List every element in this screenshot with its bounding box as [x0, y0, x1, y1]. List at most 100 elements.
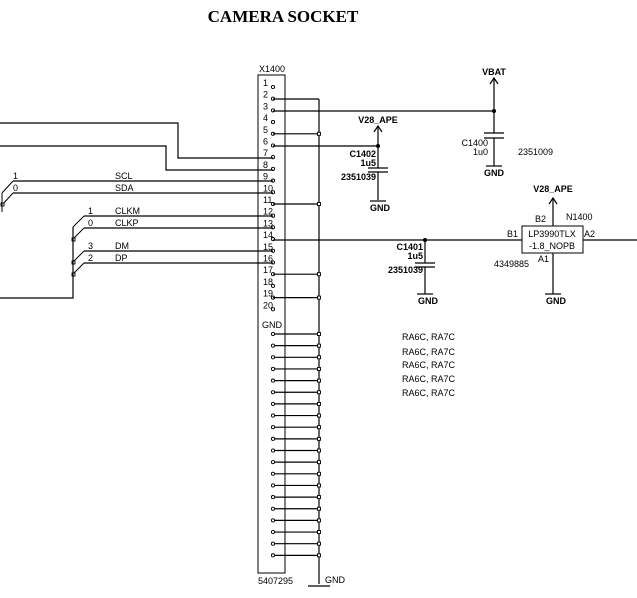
gnd-pin-contact — [270, 518, 276, 523]
note: RA6C, RA7C — [402, 360, 456, 370]
connector-ref: X1400 — [259, 64, 285, 74]
c1401-part: 2351039 — [388, 265, 423, 275]
gnd-bus-tap — [317, 530, 321, 534]
clkp-label: CLKP — [115, 218, 139, 228]
gnd-pin-contact — [270, 331, 276, 337]
gnd-bus-tap — [317, 343, 321, 348]
gnd-bus-tap — [317, 553, 321, 558]
gnd-bus-tap — [317, 202, 321, 206]
note: RA6C, RA7C — [402, 388, 456, 398]
gnd-bus-tap — [317, 436, 321, 441]
gnd-pin-wires — [270, 131, 321, 558]
c1401-ref: C1401 — [396, 242, 423, 252]
dm-index: 3 — [88, 241, 93, 251]
gnd-pin-contact — [270, 483, 276, 488]
gnd-bus-tap — [317, 471, 321, 476]
pin-number: 3 — [263, 101, 268, 111]
pin-contact — [270, 283, 276, 288]
gnd-bus-tap — [317, 367, 321, 371]
sda-label: SDA — [115, 183, 134, 193]
regulator-line1: LP3990TLX — [528, 229, 576, 239]
pin-number: 17 — [263, 265, 273, 275]
connector-body — [257, 74, 286, 574]
gnd-bus-tap — [317, 272, 321, 277]
dp-label: DP — [115, 253, 128, 263]
note: RA6C, RA7C — [402, 374, 456, 384]
gnd-bus-tap — [317, 401, 321, 406]
clkp-index: 0 — [88, 218, 93, 228]
regulator-pin-a2: A2 — [584, 229, 595, 239]
pin-number: 9 — [263, 172, 268, 182]
v28-arrow-icon-2 — [548, 196, 558, 205]
gnd-bus-tap — [317, 355, 321, 360]
connector-gnd-label: GND — [262, 320, 283, 330]
gnd-bus-tap — [317, 483, 321, 488]
gnd-pin-contact — [270, 425, 276, 430]
dp-bus-entry — [72, 262, 85, 275]
gnd-bus-tap — [317, 518, 321, 523]
gnd-bus-tap — [317, 425, 321, 430]
pin-number: 8 — [263, 160, 268, 170]
pin-number: 6 — [263, 137, 268, 147]
dp-index: 2 — [88, 253, 93, 263]
gnd-bus-tap — [317, 131, 321, 136]
regulator-part: 4349885 — [494, 259, 529, 269]
c1402-gnd-label: GND — [370, 203, 391, 213]
c1400-ref: C1400 — [461, 138, 488, 148]
regulator-ref: N1400 — [566, 212, 593, 222]
pin-contact — [270, 307, 276, 312]
pin-number: 5 — [263, 125, 268, 135]
pin-number: 4 — [263, 113, 268, 123]
scl-bus-entry — [1, 180, 14, 194]
pin-number: 19 — [263, 289, 273, 299]
gnd-pin-contact — [270, 506, 276, 511]
vbat-label: VBAT — [482, 67, 506, 77]
clkm-label: CLKM — [115, 206, 140, 216]
gnd-bus-label: GND — [325, 575, 346, 585]
pin7-wire — [0, 122, 273, 159]
gnd-pin-contact — [270, 436, 276, 441]
scl-index: 1 — [13, 171, 18, 181]
pin-number: 16 — [263, 254, 273, 264]
gnd-pin-contact — [270, 541, 276, 546]
gnd-pin-contact — [270, 460, 276, 465]
gnd-bus-tap — [317, 390, 321, 395]
pin-number: 15 — [263, 242, 273, 252]
pin-contact — [270, 120, 276, 125]
gnd-pin-contact — [270, 366, 276, 372]
dm-label: DM — [115, 241, 129, 251]
clkm-index: 1 — [88, 206, 93, 216]
pin-number: 10 — [263, 183, 273, 193]
v28-label-2: V28_APE — [533, 184, 573, 194]
clkm-bus-entry — [72, 215, 85, 228]
gnd-bus-tap — [317, 495, 321, 500]
connector-part-number: 5407295 — [258, 576, 293, 586]
gnd-pin-contact — [270, 401, 276, 406]
c1402-value: 1u5 — [360, 158, 376, 168]
gnd-pin-contact — [270, 413, 276, 418]
c1402-ref: C1402 — [349, 149, 376, 159]
regulator-pin-b2: B2 — [535, 214, 546, 224]
pin-number: 13 — [263, 218, 273, 228]
gnd-bus-tap — [317, 541, 321, 546]
gnd-pin-contact — [270, 355, 276, 360]
gnd-pin-contact — [270, 390, 276, 395]
regulator-pin-a1: A1 — [538, 254, 549, 264]
c1400-part: 2351009 — [518, 147, 553, 157]
vbat-arrow-icon — [489, 76, 499, 85]
pin-number: 14 — [263, 230, 273, 240]
scl-label: SCL — [115, 171, 133, 181]
page-title: CAMERA SOCKET — [208, 7, 359, 26]
gnd-pin-contact — [270, 448, 276, 453]
pin-contact — [270, 84, 276, 90]
pin-number: 7 — [263, 148, 268, 158]
note: RA6C, RA7C — [402, 332, 456, 342]
dm-bus-entry — [72, 250, 85, 263]
gnd-pin-contact — [270, 553, 276, 558]
gnd-pin-contact — [270, 343, 276, 348]
regulator-gnd-label: GND — [546, 296, 567, 306]
gnd-bus-tap — [317, 378, 321, 383]
pin-number: 2 — [263, 90, 268, 100]
